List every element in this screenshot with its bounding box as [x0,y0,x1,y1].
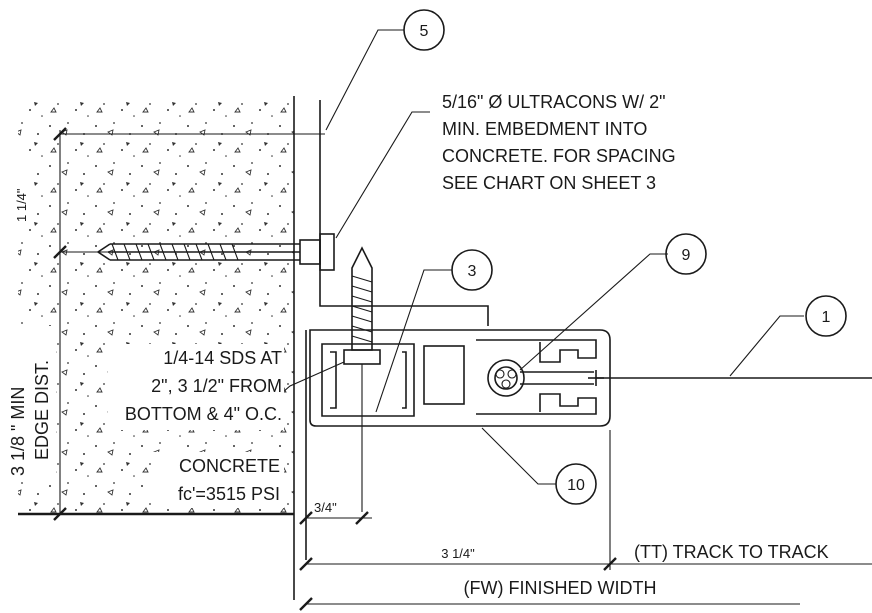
screw-note: 1/4-14 SDS AT 2", 3 1/2" FROM BOTTOM & 4… [125,348,282,424]
dim-offset-label: 3/4" [314,500,337,515]
callout-9: 9 [665,233,707,275]
dim-edge-label-2: EDGE DIST. [32,360,52,460]
svg-text:1/4-14 SDS AT: 1/4-14 SDS AT [163,348,282,368]
concrete-hatch [18,96,294,514]
dim-tt-label: (TT) TRACK TO TRACK [634,542,829,562]
svg-text:MIN. EMBEDMENT INTO: MIN. EMBEDMENT INTO [442,119,647,139]
svg-text:BOTTOM & 4" O.C.: BOTTOM & 4" O.C. [125,404,282,424]
track-extrusion [309,329,611,427]
leader-lines [282,29,804,485]
svg-text:CONCRETE: CONCRETE [179,456,280,476]
dim-track-width-label: 3 1/4" [441,546,475,561]
sds-screw [343,246,381,512]
vertical-dimension [53,127,325,521]
callout-3: 3 [451,249,493,291]
concrete-note: CONCRETE fc'=3515 PSI [178,456,280,504]
ultracon-anchor [96,233,335,271]
svg-text:3: 3 [468,263,477,280]
svg-text:9: 9 [682,247,691,264]
svg-text:CONCRETE. FOR SPACING: CONCRETE. FOR SPACING [442,146,676,166]
svg-text:5: 5 [420,23,429,40]
svg-text:5/16" Ø ULTRACONS W/ 2": 5/16" Ø ULTRACONS W/ 2" [442,92,666,112]
svg-text:SEE CHART ON SHEET 3: SEE CHART ON SHEET 3 [442,173,656,193]
mounting-plate [305,100,489,560]
dim-edge-label-1: 3 1/8 " MIN [8,387,28,476]
bottom-dimensions [299,430,872,611]
svg-text:fc'=3515 PSI: fc'=3515 PSI [178,484,280,504]
svg-text:1: 1 [822,309,831,326]
dim-fw-label: (FW) FINISHED WIDTH [464,578,657,598]
callout-5: 5 [403,9,445,51]
anchor-note: 5/16" Ø ULTRACONS W/ 2" MIN. EMBEDMENT I… [442,92,676,193]
callout-10: 10 [555,463,597,505]
callout-1: 1 [805,295,847,337]
dim-top-label: 1 1/4" [14,188,29,222]
svg-text:10: 10 [567,477,585,494]
svg-text:2", 3 1/2" FROM: 2", 3 1/2" FROM [151,376,282,396]
